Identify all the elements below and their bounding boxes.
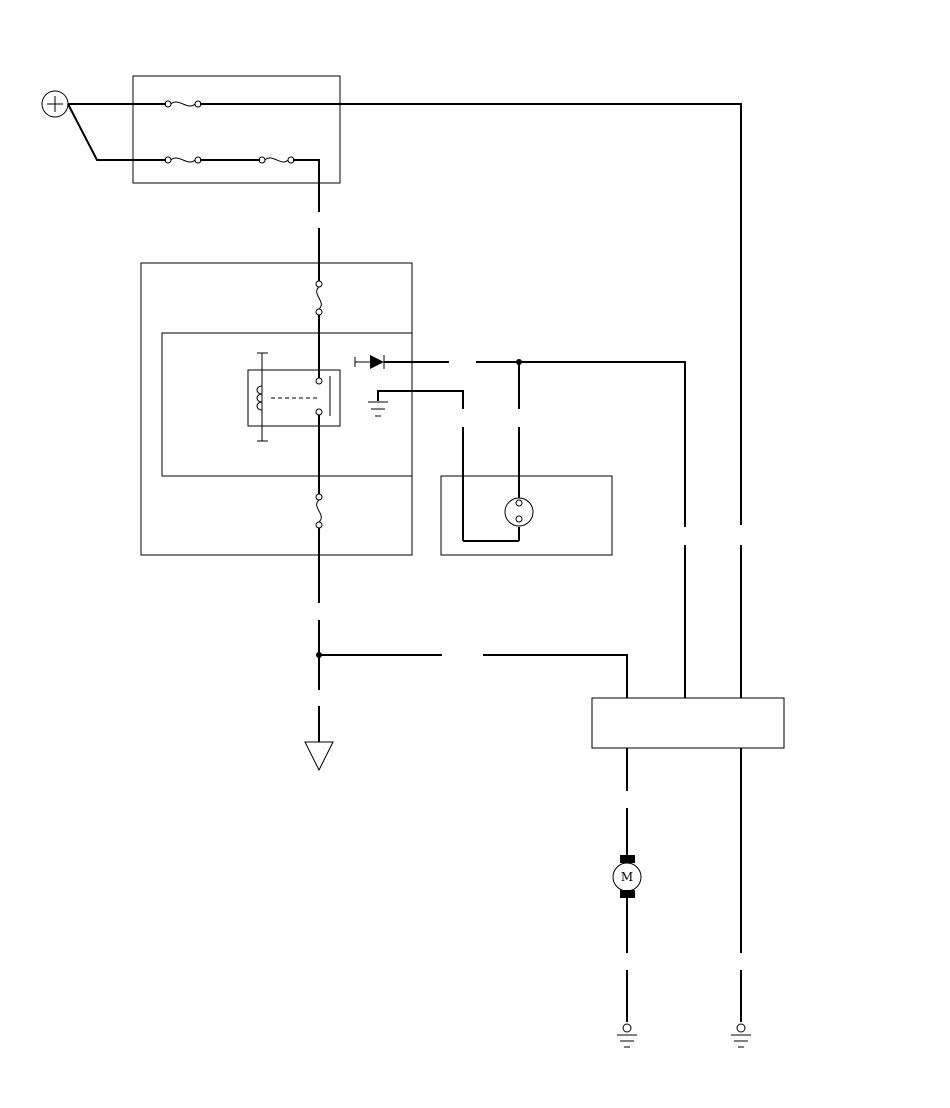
connector-pin-icon (315, 280, 323, 316)
battery-plus-terminal-icon (41, 90, 69, 118)
fuse-icon (164, 156, 202, 164)
supply-wire-top (68, 103, 742, 525)
relay-box (247, 369, 341, 427)
ground-icon (368, 390, 464, 417)
relay-inner-box (161, 332, 413, 477)
fuse-box (132, 75, 341, 184)
switch-box (440, 475, 613, 556)
fuse-icon (164, 100, 202, 108)
relay-switch-icon (315, 376, 331, 416)
ground-icon (617, 1023, 637, 1048)
connector-pin-icon (315, 493, 323, 529)
switch-icon (463, 497, 534, 542)
branch-wire (319, 654, 628, 698)
right-wires (684, 545, 742, 698)
ground-icon (731, 1023, 751, 1048)
junction-dot (516, 359, 522, 365)
control-unit-box (591, 697, 785, 749)
motor-label: M (621, 870, 633, 884)
fuse-icon (258, 156, 295, 164)
diode-wire (384, 361, 686, 527)
diode-icon (354, 355, 385, 369)
relay-coil-icon (256, 352, 317, 442)
chassis-ground-icon (304, 741, 334, 772)
supply-wire-lower (67, 103, 320, 212)
motor-icon: M (612, 855, 642, 898)
